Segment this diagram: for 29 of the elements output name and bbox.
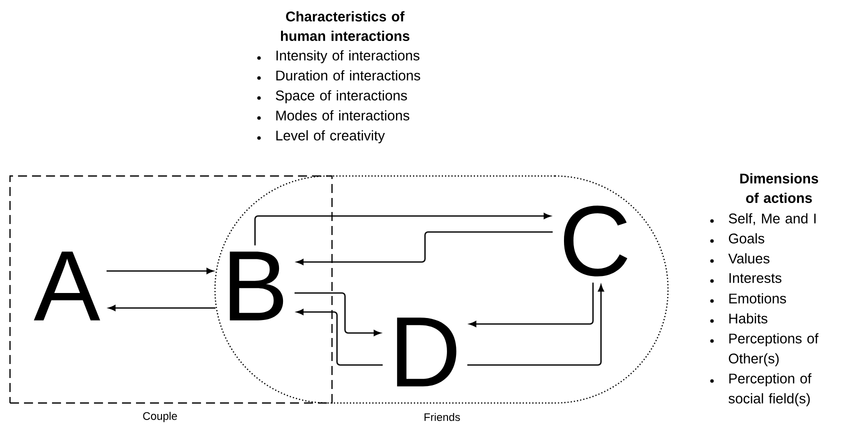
list-item: Intensity of interactions <box>257 50 420 64</box>
list-item: Modes of interactions <box>257 110 410 120</box>
arrow <box>108 305 216 311</box>
list-item: Perceptions of Other(s) <box>710 333 818 366</box>
arrow <box>254 213 551 246</box>
node-letter: C <box>564 206 628 276</box>
list-item: Duration of interactions <box>257 70 420 80</box>
node-letter: D <box>397 318 456 386</box>
node-label: Couple <box>143 412 177 422</box>
heading: Dimensions of actions <box>740 173 818 203</box>
list-item: Perception of social field(s) <box>710 373 812 406</box>
list-item: Self, Me and I <box>710 213 816 226</box>
list-item: Space of interactions <box>257 90 407 104</box>
list-item: Habits <box>710 313 768 324</box>
list-item: Goals <box>710 233 764 244</box>
arrow <box>294 292 381 336</box>
arrow <box>469 282 594 327</box>
arrow <box>296 231 553 265</box>
list-item: Interests <box>710 273 782 283</box>
node-label: Friends <box>424 412 460 422</box>
node-letter: A <box>34 252 100 320</box>
list-item: Values <box>710 253 770 264</box>
arrow <box>106 268 214 274</box>
node-letter: B <box>230 252 284 320</box>
arrow <box>296 309 383 366</box>
list-item: Emotions <box>710 293 786 304</box>
heading: Characteristics of human interactions <box>281 11 410 41</box>
arrow <box>467 284 604 366</box>
list-item: Level of creativity <box>257 130 385 144</box>
